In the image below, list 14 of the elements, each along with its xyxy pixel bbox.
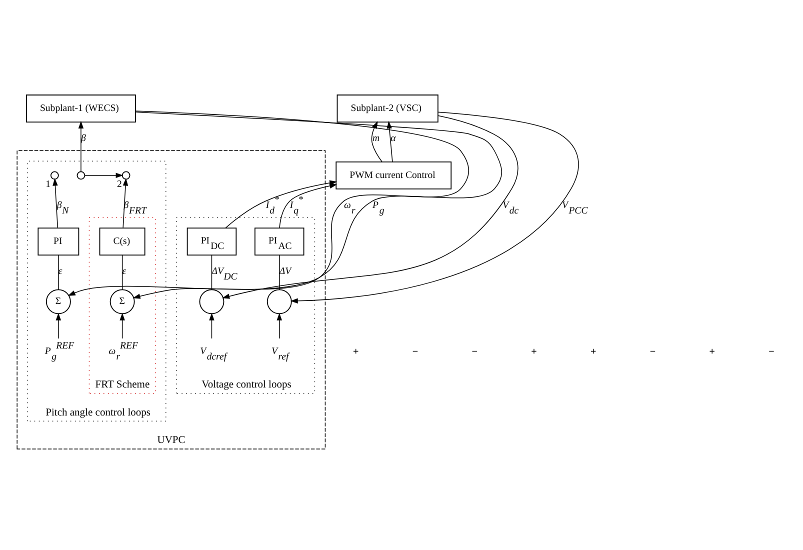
label: − xyxy=(650,346,656,358)
label: + xyxy=(590,346,596,358)
label: + xyxy=(709,346,715,358)
edge-label: ΔV xyxy=(279,266,292,278)
label: + xyxy=(531,346,537,358)
label: − xyxy=(768,346,774,358)
label: + xyxy=(353,346,359,358)
node-label: 2 xyxy=(117,178,122,190)
edge-label: m xyxy=(372,133,380,144)
node-label: 1 xyxy=(46,178,51,190)
edge-label: α xyxy=(390,133,396,144)
label: − xyxy=(472,346,478,358)
edge-label: ε xyxy=(122,266,126,278)
label: − xyxy=(412,346,418,358)
